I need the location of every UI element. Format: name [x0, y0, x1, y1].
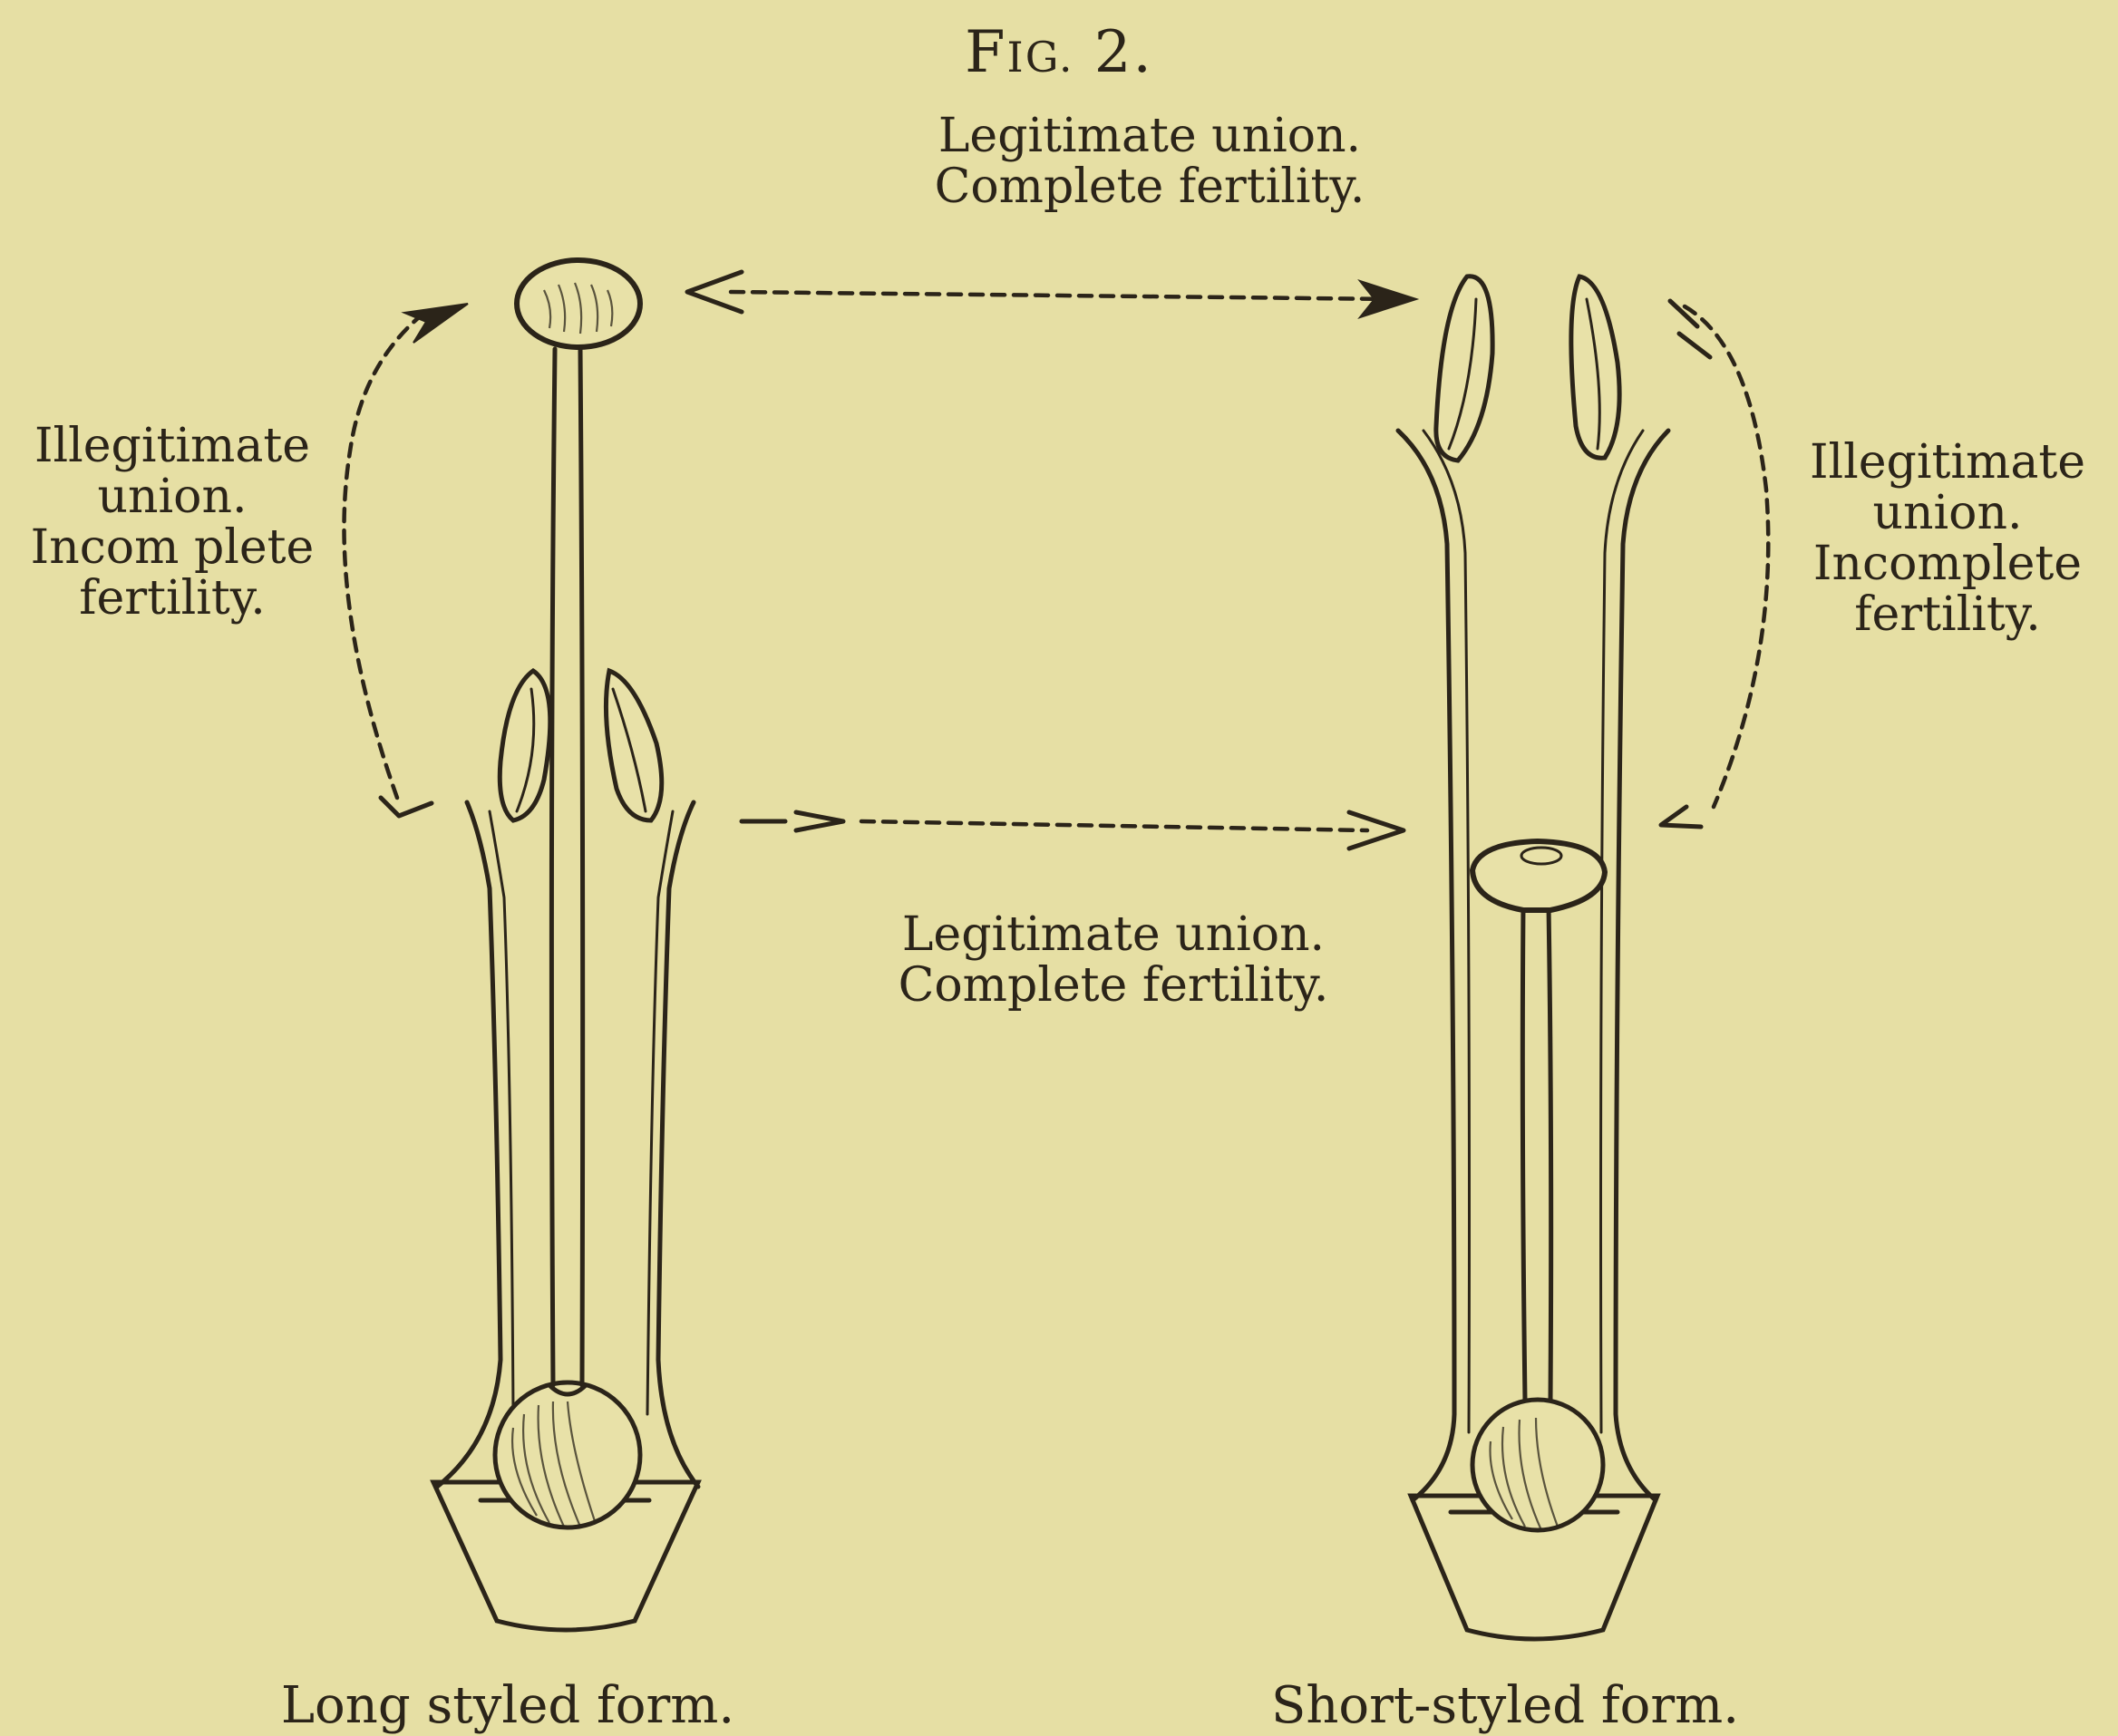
short-tube-right-wall	[1616, 431, 1668, 1500]
top-legitimate-arrow	[687, 272, 1416, 317]
long-style	[551, 349, 582, 1385]
long-tube-left-wall	[437, 802, 500, 1487]
left-arrow-head-bottom	[381, 798, 432, 816]
right-illegitimate-arrow	[1661, 301, 1768, 827]
left-illegitimate-arrow	[345, 304, 469, 816]
long-styled-flower	[433, 260, 698, 1630]
middle-arrow-head	[1349, 812, 1404, 849]
long-tube-right-wall	[658, 802, 698, 1487]
long-anther-left	[500, 671, 549, 820]
short-anther-left	[1436, 276, 1492, 461]
short-stigma	[1472, 841, 1605, 910]
short-styled-flower	[1398, 276, 1668, 1639]
middle-arrow-feather	[796, 812, 843, 830]
short-style	[1522, 907, 1550, 1401]
short-tube-left-wall	[1398, 431, 1454, 1500]
long-stigma	[517, 260, 640, 347]
right-arrow-head-bottom	[1661, 807, 1701, 827]
short-anther-right	[1571, 276, 1619, 458]
middle-legitimate-arrow	[742, 812, 1404, 849]
